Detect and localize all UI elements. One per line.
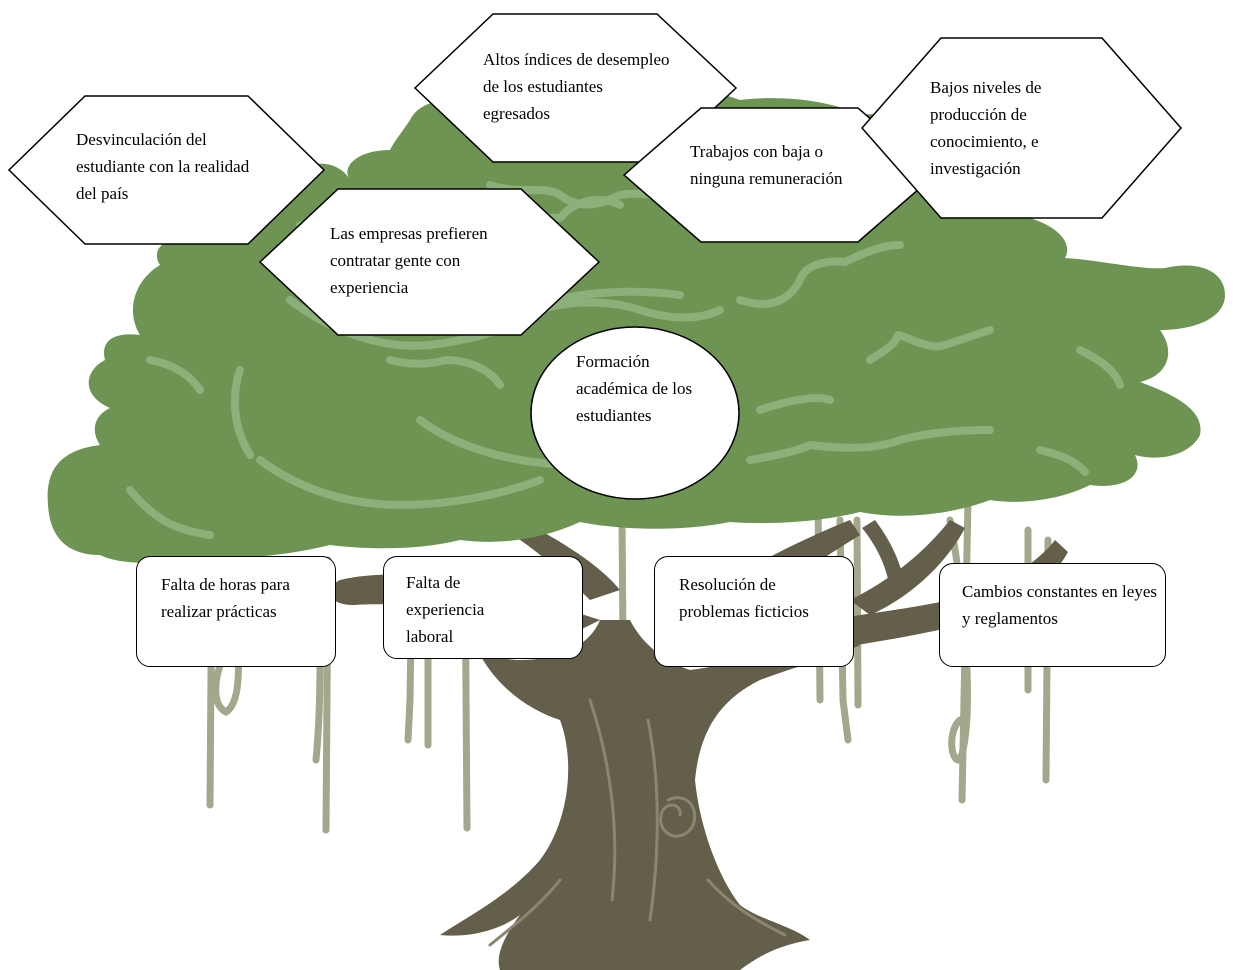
effect-empresas-text: Las empresas prefieren contratar gente c…	[330, 224, 488, 297]
effect-hexagons	[7, 13, 1182, 336]
cause-experiencia-box: Falta de experiencia laboral	[383, 556, 583, 659]
effect-trabajos-text: Trabajos con baja o ninguna remuneración	[690, 142, 843, 188]
core-problem-circle	[530, 326, 740, 500]
core-problem-text: Formación académica de los estudiantes	[576, 352, 693, 425]
hexagon-desvinculacion	[7, 95, 326, 245]
cause-horas-text: Falta de horas para realizar prácticas	[161, 575, 290, 621]
hexagon-trabajos	[622, 107, 937, 243]
cause-problemas-box: Resolución de problemas ficticios	[654, 556, 854, 667]
hexagon-investigacion	[861, 37, 1182, 219]
effect-desempleo-text: Altos índices de desempleo de los estudi…	[483, 50, 670, 123]
trunk	[440, 620, 860, 970]
hexagon-empresas	[258, 188, 601, 336]
cause-experiencia-text: Falta de experiencia laboral	[406, 573, 485, 646]
effect-investigacion-text: Bajos niveles de producción de conocimie…	[930, 78, 1042, 178]
cause-leyes-text: Cambios constantes en leyes y reglamento…	[962, 582, 1157, 628]
cause-leyes-box: Cambios constantes en leyes y reglamento…	[939, 563, 1166, 667]
cause-horas-box: Falta de horas para realizar prácticas	[136, 556, 336, 667]
cause-problemas-text: Resolución de problemas ficticios	[679, 575, 809, 621]
effect-desvinculacion-text: Desvinculación del estudiante con la rea…	[76, 130, 250, 203]
